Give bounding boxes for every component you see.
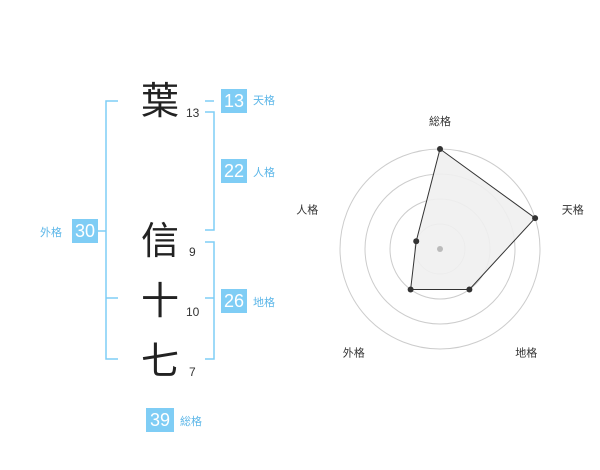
radar-polygon: [410, 148, 536, 290]
tenkaku-label: 天格: [253, 94, 275, 107]
radar-point-5: [413, 238, 420, 245]
chikaku-label: 地格: [253, 296, 275, 309]
stroke-count-1: 13: [186, 106, 200, 120]
radar-point-4: [407, 286, 414, 293]
tenkaku-score: 13: [221, 89, 247, 113]
radar-points: [407, 146, 539, 293]
radar-axis-label-2: 天格: [562, 202, 584, 216]
radar-point-1: [437, 146, 443, 152]
jinkaku-bracket: [205, 111, 215, 231]
chikaku-score: 26: [221, 289, 247, 313]
radar-point-3: [466, 286, 473, 293]
stroke-count-3: 10: [186, 305, 200, 319]
name-char-2: 信: [140, 219, 179, 263]
name-char-4: 七: [140, 339, 179, 383]
jinkaku-score: 22: [221, 159, 247, 183]
name-char-1: 葉: [140, 79, 179, 123]
radar-axis-label-1: 総格: [429, 114, 451, 128]
gaikaku-score: 30: [72, 219, 98, 243]
radar-axis-label-4: 外格: [343, 346, 365, 360]
radar-point-2: [532, 215, 539, 222]
radar-axis-label-3: 地格: [515, 346, 537, 360]
radar-axis-label-5: 人格: [296, 202, 318, 216]
gaikaku-bracket: [97, 100, 118, 360]
radar-center-dot: [437, 246, 443, 252]
jinkaku-label: 人格: [253, 166, 275, 179]
fortune-brackets: [97, 100, 215, 360]
soukaku-label: 総格: [180, 415, 202, 428]
stroke-count-4: 7: [189, 365, 196, 379]
radar-area: [410, 148, 536, 290]
soukaku-score: 39: [146, 408, 174, 432]
stroke-count-2: 9: [189, 245, 196, 259]
chikaku-bracket: [205, 241, 215, 360]
name-char-3: 十: [140, 279, 179, 323]
gaikaku-label: 外格: [40, 226, 62, 239]
